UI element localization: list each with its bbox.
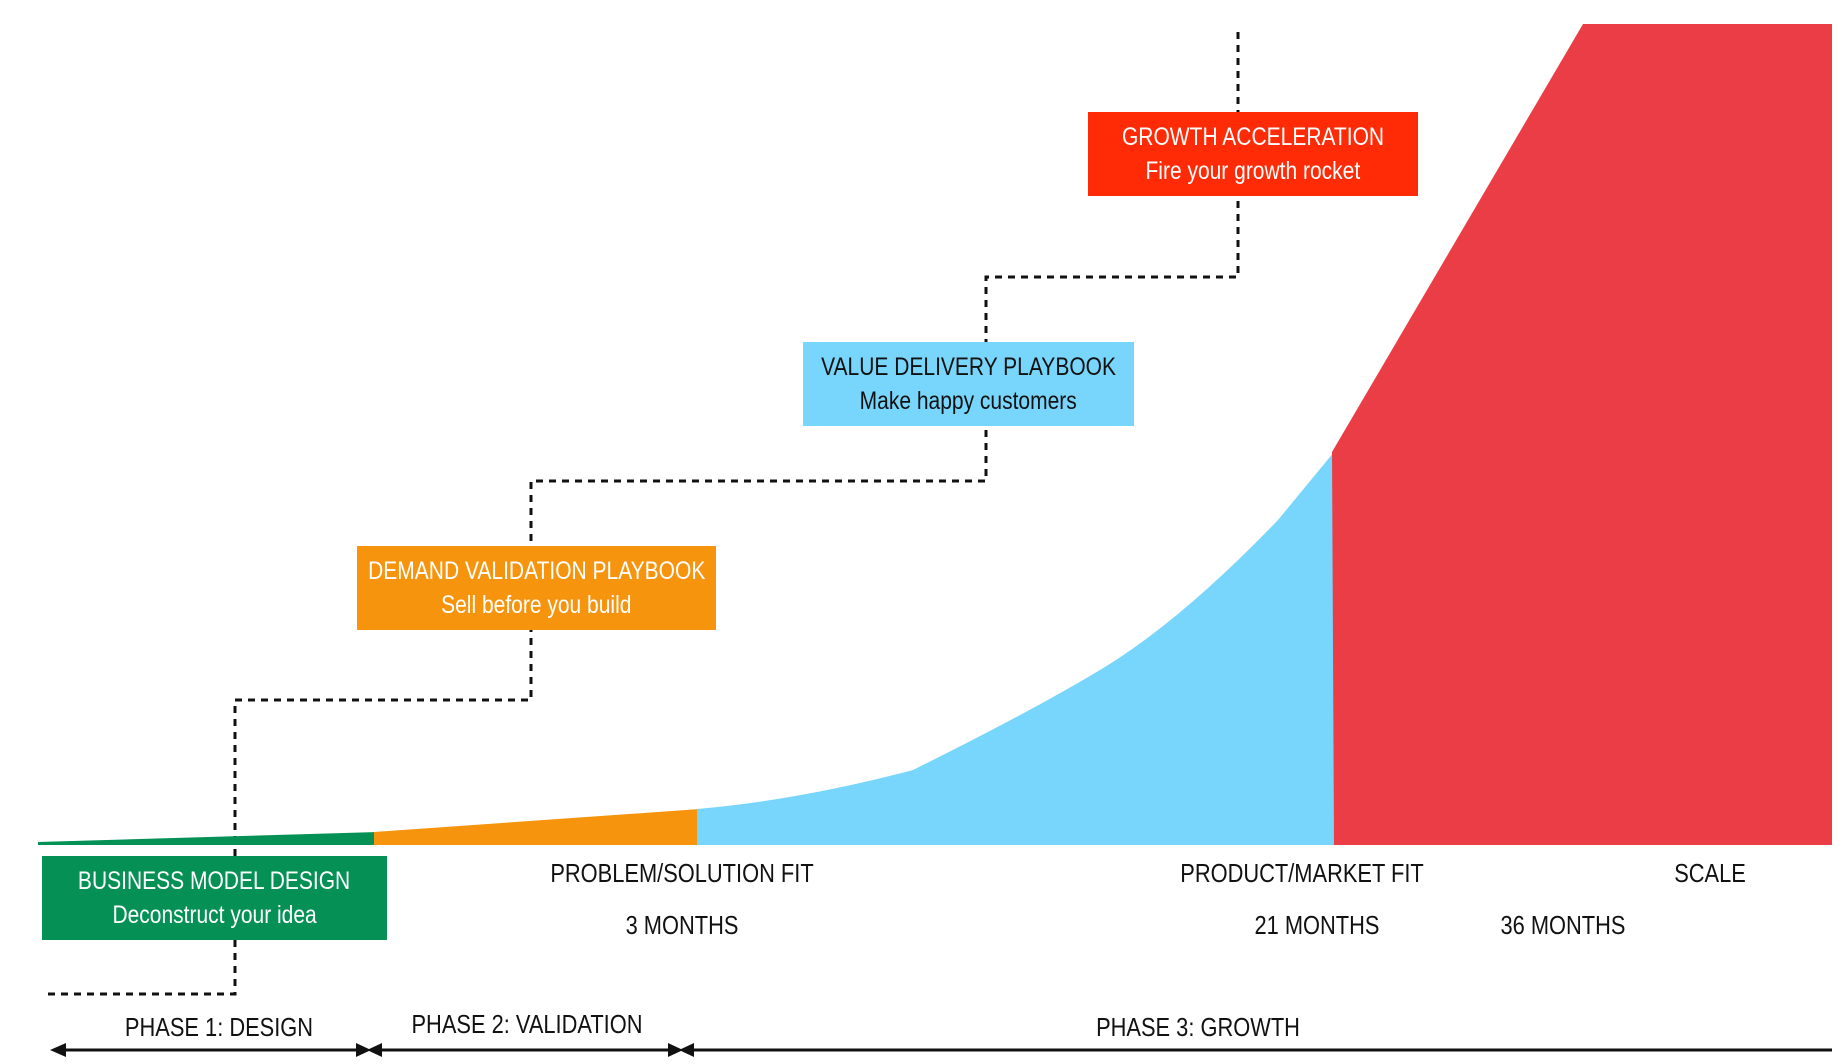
arrowhead-left-p3 bbox=[679, 1043, 694, 1057]
milestone-problem-solution-fit: PROBLEM/SOLUTION FIT bbox=[550, 858, 814, 888]
growth-area-scale bbox=[1332, 24, 1832, 845]
growth-area-validation bbox=[374, 809, 700, 845]
stage-box-business-model: BUSINESS MODEL DESIGN Deconstruct your i… bbox=[42, 856, 387, 940]
phase-3-label: PHASE 3: GROWTH bbox=[1096, 1012, 1300, 1042]
growth-area-delivery bbox=[697, 452, 1336, 845]
stage-box-growth-acceleration: GROWTH ACCELERATION Fire your growth roc… bbox=[1088, 112, 1418, 196]
phase-2-label: PHASE 2: VALIDATION bbox=[411, 1009, 643, 1039]
arrowhead-left-p2 bbox=[367, 1043, 382, 1057]
stage-box-demand-validation: DEMAND VALIDATION PLAYBOOK Sell before y… bbox=[357, 546, 716, 630]
duration-3-months: 3 MONTHS bbox=[625, 910, 739, 940]
phase-1-label: PHASE 1: DESIGN bbox=[124, 1012, 314, 1042]
duration-21-months: 21 MONTHS bbox=[1254, 910, 1380, 940]
milestone-product-market-fit: PRODUCT/MARKET FIT bbox=[1180, 858, 1424, 888]
stage-title: GROWTH ACCELERATION bbox=[1121, 123, 1385, 151]
phase-timeline-arrows bbox=[50, 1043, 1832, 1057]
stage-subtitle: Fire your growth rocket bbox=[1145, 157, 1361, 185]
stage-title: VALUE DELIVERY PLAYBOOK bbox=[821, 353, 1116, 381]
stage-box-value-delivery: VALUE DELIVERY PLAYBOOK Make happy custo… bbox=[803, 342, 1134, 426]
arrowhead-right-p2 bbox=[668, 1043, 683, 1057]
stage-title: DEMAND VALIDATION PLAYBOOK bbox=[367, 557, 706, 585]
growth-area-design bbox=[38, 832, 378, 845]
arrowhead-right-p1 bbox=[356, 1043, 371, 1057]
duration-36-months: 36 MONTHS bbox=[1500, 910, 1626, 940]
stage-title: BUSINESS MODEL DESIGN bbox=[78, 867, 351, 895]
stage-subtitle: Deconstruct your idea bbox=[112, 901, 317, 929]
milestone-scale: SCALE bbox=[1674, 858, 1746, 888]
arrowhead-left bbox=[50, 1043, 66, 1057]
stage-subtitle: Make happy customers bbox=[859, 387, 1078, 415]
stage-subtitle: Sell before you build bbox=[441, 591, 632, 619]
dotted-staircase-connector bbox=[48, 28, 1240, 996]
